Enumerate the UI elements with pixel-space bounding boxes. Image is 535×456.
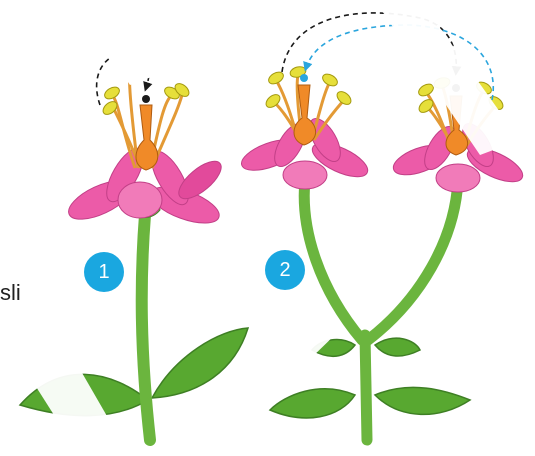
flower-1-stem: [142, 215, 150, 440]
leaf-icon: [270, 389, 355, 418]
badge-1: 1: [84, 252, 124, 292]
flower-1-pistil: [136, 105, 158, 170]
leaf-icon: [375, 387, 470, 414]
svg-text:2: 2: [279, 259, 290, 281]
badge-2: 2: [265, 250, 305, 290]
svg-text:1: 1: [98, 261, 109, 283]
